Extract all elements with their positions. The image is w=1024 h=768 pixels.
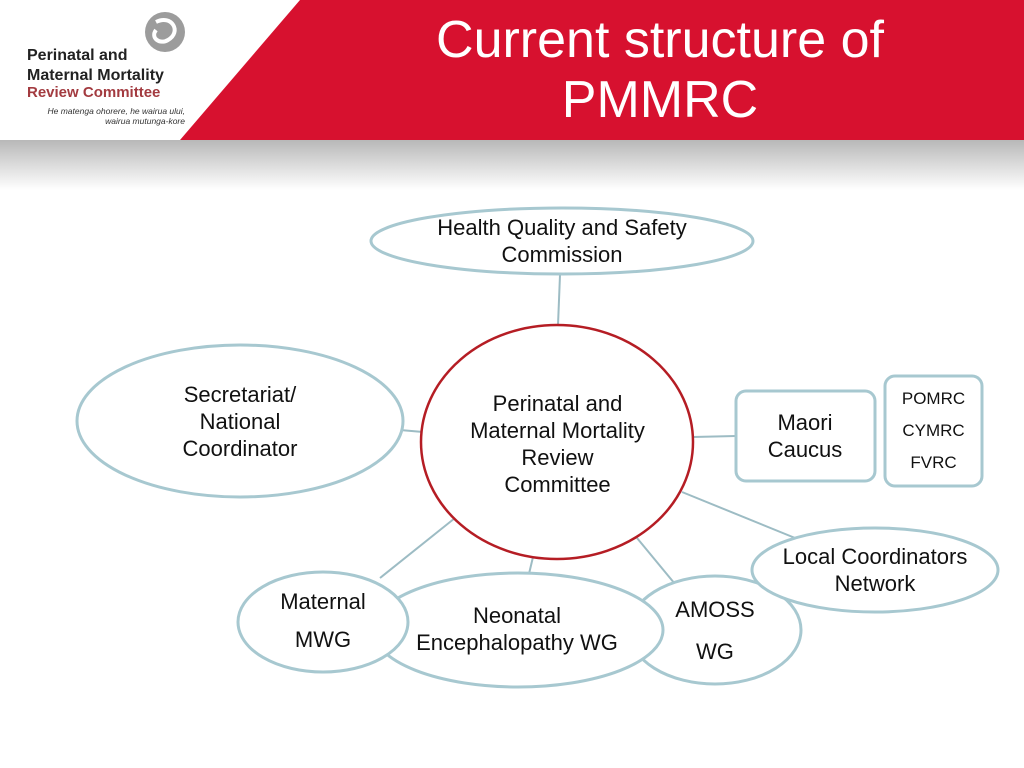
logo-line1: Perinatal and — [27, 47, 128, 64]
connector-maori — [692, 435, 737, 438]
cymrc-text: CYMRC — [902, 421, 965, 440]
pomrc-text: POMRC — [901, 389, 966, 408]
pomrc-label: POMRC CYMRC FVRC — [885, 381, 982, 481]
local-coordinators-node — [750, 526, 1000, 614]
connector-secretariat — [399, 429, 424, 433]
maternal-wg-text: MWG — [294, 627, 352, 652]
node-shapes — [75, 206, 1000, 689]
logo-mark-icon — [145, 12, 185, 52]
local-coordinators-label: Local Coordinators Network — [782, 544, 968, 596]
slide-title: Current structure of PMMRC — [436, 11, 884, 129]
logo-tagline-line1: He matenga ohorere, he wairua ului, — [47, 106, 186, 116]
header-graphic — [0, 0, 1024, 190]
pmmrc-center-node — [419, 323, 695, 561]
connector-hqsc — [557, 274, 561, 326]
connector-amoss — [636, 537, 676, 585]
logo-tagline: He matenga ohorere, he wairua ului, wair… — [27, 106, 186, 126]
secretariat-node — [75, 343, 405, 499]
maori-caucus-node — [734, 389, 877, 483]
pmmrc-center-label: Perinatal and Maternal Mortality Review … — [470, 391, 645, 497]
maori-caucus-label: Maori Caucus — [767, 410, 843, 462]
neonatal-label: Neonatal Encephalopathy WG — [416, 603, 618, 655]
hqsc-node — [369, 206, 755, 276]
hqsc-label: Health Quality and Safety Commission — [437, 215, 687, 267]
red-band — [180, 0, 1024, 140]
maternal-label: Maternal MWG — [247, 576, 399, 666]
logo-panel — [0, 0, 300, 140]
header-banner: Perinatal and Maternal Mortality Review … — [0, 0, 1024, 190]
connector-local — [681, 491, 801, 541]
header-shadow — [0, 140, 1024, 190]
logo-line2: Maternal Mortality — [27, 67, 164, 84]
pomrc-node — [883, 374, 984, 488]
maternal-node — [236, 570, 410, 674]
logo-tagline-line2: wairua mutunga-kore — [105, 116, 185, 126]
maternal-text: Maternal — [280, 589, 366, 614]
connector-maternal — [379, 517, 456, 579]
fvrc-text: FVRC — [910, 453, 957, 472]
secretariat-label: Secretariat/ National Coordinator — [182, 381, 298, 461]
amoss-wg-text: WG — [696, 639, 734, 664]
amoss-text: AMOSS — [675, 597, 755, 622]
logo-line3: Review Committee — [27, 84, 161, 101]
amoss-label: AMOSS WG — [650, 586, 780, 676]
